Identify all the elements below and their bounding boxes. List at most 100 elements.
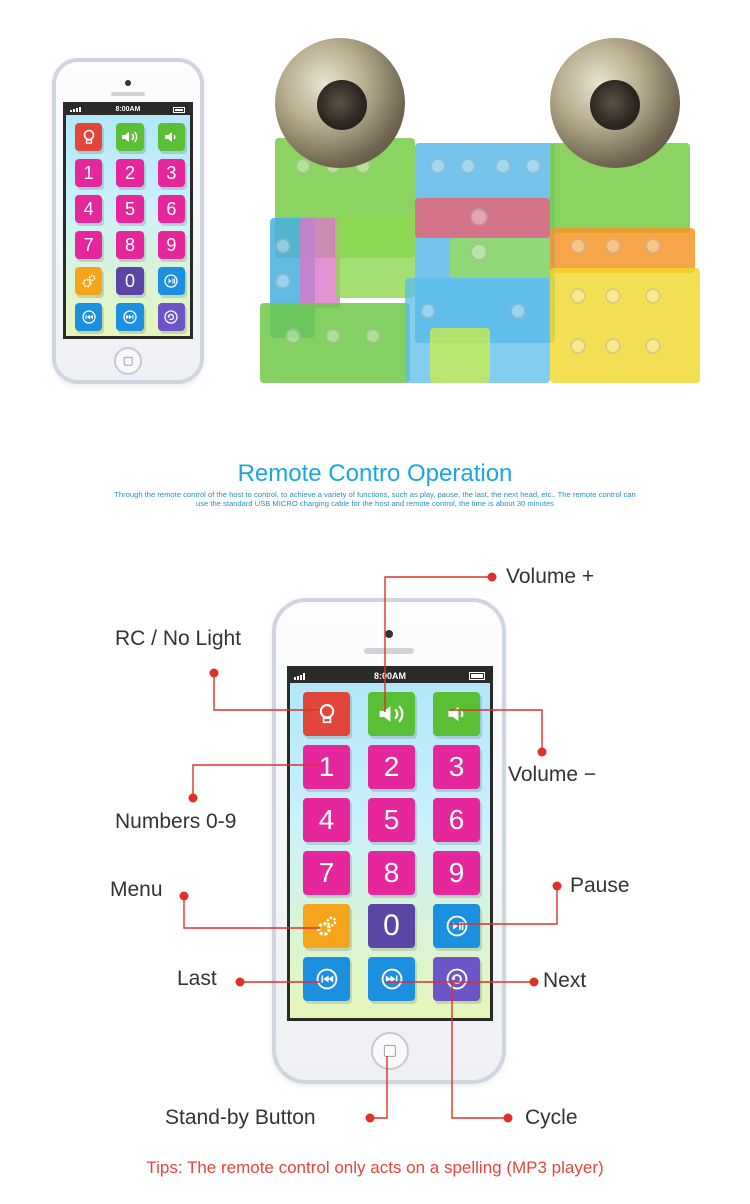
stud (645, 238, 661, 254)
cycle-key[interactable] (157, 303, 185, 331)
bulb-icon (319, 704, 334, 724)
callout-dot (179, 891, 189, 901)
digit-key-8[interactable]: 8 (368, 851, 415, 895)
tips-note: Tips: The remote control only acts on a … (146, 1158, 604, 1177)
digit-key-7[interactable]: 7 (303, 851, 350, 895)
digit-key-3[interactable]: 3 (157, 159, 185, 187)
cycle-key[interactable] (433, 957, 480, 1001)
menu-key[interactable] (303, 904, 350, 948)
next-icon (123, 310, 137, 324)
label-pause: Pause (570, 874, 630, 897)
signal-icon (70, 107, 81, 112)
callout-line-numbers (192, 764, 320, 798)
battery-icon (469, 672, 485, 680)
green-block-mid (335, 213, 415, 298)
bulb-icon (83, 129, 94, 144)
standby-home-button[interactable] (371, 1032, 409, 1070)
status-bar: 8:00AM (290, 669, 490, 683)
digit-key-5[interactable]: 5 (368, 798, 415, 842)
volume-up-icon (121, 131, 138, 143)
digit-key-4[interactable]: 4 (303, 798, 350, 842)
speaker-grille (364, 648, 414, 654)
callout-line-cycle (451, 982, 508, 1119)
stud (510, 303, 526, 319)
label-last: Last (177, 967, 217, 990)
stud (470, 208, 488, 226)
cycle-icon (164, 310, 178, 324)
volume-down-key[interactable] (433, 692, 480, 736)
stud (285, 328, 301, 344)
digit-key-1[interactable]: 1 (75, 159, 103, 187)
digit-key-5[interactable]: 5 (116, 195, 144, 223)
label-volume-down: Volume − (508, 763, 597, 786)
digit-key-3[interactable]: 3 (433, 745, 480, 789)
stud (645, 288, 661, 304)
digit-key-0[interactable]: 0 (368, 904, 415, 948)
stud (570, 238, 586, 254)
camera-dot (125, 80, 131, 86)
callout-dot (209, 668, 219, 678)
callout-dot (529, 977, 539, 987)
stud (645, 338, 661, 354)
play-pause-icon (164, 274, 178, 288)
stud (470, 243, 488, 261)
camera-dot (385, 630, 393, 638)
next-key[interactable] (116, 303, 144, 331)
play-pause-key[interactable] (157, 267, 185, 295)
light-key[interactable] (75, 123, 103, 151)
callout-line-pause (450, 886, 558, 925)
stud (525, 158, 541, 174)
description-line-1: Through the remote control of the host t… (114, 490, 636, 499)
stud (365, 328, 381, 344)
stud (605, 288, 621, 304)
menu-key[interactable] (75, 267, 103, 295)
previous-key[interactable] (303, 957, 350, 1001)
digit-key-9[interactable]: 9 (433, 851, 480, 895)
section-title: Remote Contro Operation (237, 460, 513, 487)
volume-up-icon (379, 705, 403, 723)
gear-icon (82, 274, 95, 288)
previous-key[interactable] (75, 303, 103, 331)
green-block-bottom (260, 303, 410, 383)
light-key[interactable] (303, 692, 350, 736)
orange-block-right (550, 228, 695, 273)
previous-icon (82, 310, 96, 324)
stud (495, 158, 511, 174)
battery-icon (173, 107, 185, 113)
label-volume-up: Volume + (506, 565, 595, 588)
small-keypad: 1 2 3 4 5 6 7 8 9 0 (75, 123, 185, 331)
digit-key-0[interactable]: 0 (116, 267, 144, 295)
label-numbers: Numbers 0-9 (115, 810, 237, 833)
digit-key-1[interactable]: 1 (303, 745, 350, 789)
callout-dot (365, 1113, 375, 1123)
cycle-icon (446, 968, 467, 990)
volume-down-icon (165, 132, 176, 142)
stud (420, 303, 436, 319)
next-key[interactable] (368, 957, 415, 1001)
volume-down-key[interactable] (157, 123, 185, 151)
callout-line-menu (183, 896, 320, 929)
volume-up-key[interactable] (116, 123, 144, 151)
speaker-sphere-right (550, 38, 680, 168)
digit-key-9[interactable]: 9 (157, 231, 185, 259)
digit-key-6[interactable]: 6 (157, 195, 185, 223)
stud (275, 238, 291, 254)
callout-line-volume-up (384, 576, 492, 712)
label-cycle: Cycle (525, 1106, 578, 1129)
stud (460, 158, 476, 174)
digit-key-8[interactable]: 8 (116, 231, 144, 259)
label-rc-no-light: RC / No Light (115, 627, 242, 650)
digit-key-6[interactable]: 6 (433, 798, 480, 842)
status-time: 8:00AM (373, 671, 406, 681)
callout-dot (487, 572, 497, 582)
digit-key-4[interactable]: 4 (75, 195, 103, 223)
callout-line-volume-down (450, 709, 543, 752)
digit-key-2[interactable]: 2 (368, 745, 415, 789)
digit-key-2[interactable]: 2 (116, 159, 144, 187)
label-menu: Menu (110, 878, 163, 901)
volume-up-key[interactable] (368, 692, 415, 736)
digit-key-7[interactable]: 7 (75, 231, 103, 259)
stud (605, 238, 621, 254)
home-button[interactable] (114, 347, 142, 375)
stud (275, 273, 291, 289)
